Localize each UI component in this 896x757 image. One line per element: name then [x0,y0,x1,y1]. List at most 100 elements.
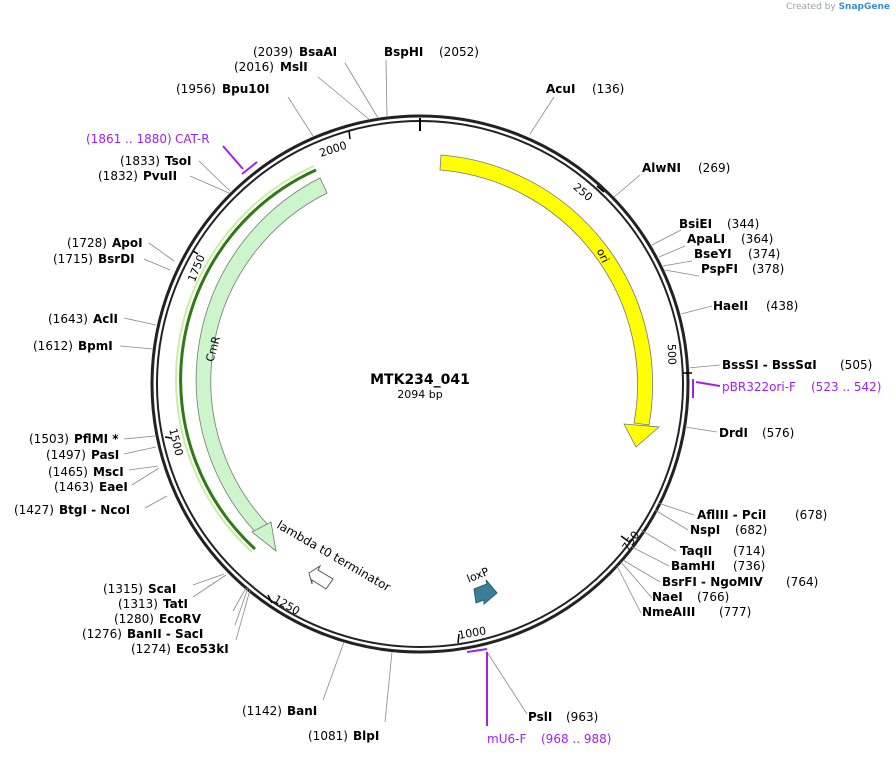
site-pos-bani: (1142) [242,704,282,718]
site-name-naei: NaeI [652,590,683,604]
tick-label-1250: 1250 [271,593,302,618]
site-name-pasi: PasI [91,448,119,462]
site-name-apoi: ApoI [112,236,143,250]
site-name-bpmi: BpmI [78,339,113,353]
primer-name-pbr322ori-f: pBR322ori-F [722,380,796,394]
site-pos-bpu10i: (1956) [176,82,216,96]
site-pos-bsphi: (2052) [439,45,479,59]
lambda-t0-terminator-label: lambda t0 terminator [275,518,394,595]
primer-marks [222,145,721,726]
tick-label-500: 500 [665,344,679,365]
site-name-eco53ki: Eco53kI [176,642,229,656]
site-name-bani: BanI [287,704,317,718]
plasmid-size: 2094 bp [397,388,442,401]
backbone-outer [150,114,690,654]
site-leader-lines [119,59,721,723]
site-name-taqii: TaqII [680,544,712,558]
site-name-afliii: AflIII - PciI [697,508,766,522]
site-pos-bsiei: (344) [727,217,759,231]
site-pos-msci: (1465) [48,465,88,479]
site-name-bpu10i: Bpu10I [222,82,269,96]
site-pos-haeii: (438) [766,299,798,313]
site-name-pflmi: PflMI * [74,432,119,446]
tick-label-2000: 2000 [318,139,349,160]
site-pos-tsoi: (1833) [120,154,160,168]
site-name-tsoi: TsoI [165,154,191,168]
site-name-eaei: EaeI [99,480,128,494]
primer-range-pbr322ori-f: (523 .. 542) [811,380,881,394]
site-pos-ecorv: (1280) [114,612,154,626]
site-name-pspfi: PspFI [701,262,738,276]
plasmid-name: MTK234_041 [370,372,470,388]
site-pos-msli: (2016) [234,60,274,74]
site-name-blpi: BlpI [353,729,379,743]
site-name-scai: ScaI [148,582,176,596]
site-name-bsaai: BsaAI [299,45,337,59]
site-name-apali: ApaLI [687,232,725,246]
site-pos-bsssi: (505) [840,358,872,372]
site-pos-bamhi: (736) [733,559,765,573]
site-pos-bsaai: (2039) [253,45,293,59]
site-pos-drdi: (576) [762,426,794,440]
ori-feature-arrow[interactable] [439,154,654,426]
credit-prefix: Created by [786,2,836,12]
site-pos-acli: (1643) [48,312,88,326]
site-name-msli: MslI [280,60,308,74]
site-name-bseyi: BseYI [694,247,732,261]
site-pos-taqii: (714) [733,544,765,558]
site-pos-nspi: (682) [735,523,767,537]
site-name-msci: MscI [93,465,124,479]
site-pos-pspfi: (378) [752,262,784,276]
site-name-bsrdi: BsrDI [98,252,135,266]
cmr-highlight-outline [179,168,317,551]
site-pos-psli: (963) [566,710,598,724]
primer-name-cat-r: CAT-R [175,132,210,146]
lambda-t0-terminator-arrow[interactable] [308,564,334,590]
site-pos-pflmi: (1503) [29,432,69,446]
site-pos-bseyi: (374) [748,247,780,261]
site-pos-tati: (1313) [118,597,158,611]
site-pos-naei: (766) [697,590,729,604]
site-name-ecorv: EcoRV [159,612,202,626]
site-pos-afliii: (678) [795,508,827,522]
site-pos-bpmi: (1612) [33,339,73,353]
site-pos-sacI: (1276) [82,627,122,641]
site-name-bsiei: BsiEI [679,217,712,231]
snapgene-credit: Created by SnapGene [786,2,890,12]
site-pos-bsrdi: (1715) [53,252,93,266]
site-name-drdi: DrdI [719,426,748,440]
site-pos-alwni: (269) [698,161,730,175]
site-name-acui: AcuI [546,82,575,96]
site-pos-apoi: (1728) [67,236,107,250]
site-pos-pasi: (1497) [46,448,86,462]
primer-range-cat-r: (1861 .. 1880) [86,132,172,146]
site-name-bsssi: BssSI - BssSαI [722,358,817,372]
site-pos-eaei: (1463) [54,480,94,494]
cmr-feature-arrowhead[interactable] [251,521,277,552]
primer-labels: (1861 .. 1880) CAT-R pBR322ori-F (523 ..… [86,132,881,746]
site-name-bsrfi: BsrFI - NgoMIV [662,575,763,589]
position-ticks [164,130,692,644]
site-name-haeii: HaeII [713,299,748,313]
site-pos-bsrfi: (764) [786,575,818,589]
site-pos-pvuii: (1832) [98,169,138,183]
site-name-ncoi: BtgI - NcoI [59,503,130,517]
ori-feature-arrowhead[interactable] [623,423,660,448]
loxp-feature-arrow[interactable] [473,579,498,606]
primer-range-mu6-f: (968 .. 988) [541,732,611,746]
tick-label-1000: 1000 [457,624,487,642]
site-pos-scai: (1315) [103,582,143,596]
cmr-highlight-glow [175,165,315,553]
site-pos-apali: (364) [741,232,773,246]
site-name-sacI: BanII - SacI [127,627,203,641]
site-name-acli: AclI [93,312,118,326]
site-name-pvuii: PvuII [143,169,177,183]
site-pos-nmeaiii: (777) [719,605,751,619]
site-name-tati: TatI [163,597,188,611]
site-name-bsphi: BspHI [384,45,423,59]
site-name-bamhi: BamHI [671,559,715,573]
primer-name-mu6-f: mU6-F [487,732,526,746]
site-name-nmeaiii: NmeAIII [642,605,695,619]
site-pos-acui: (136) [592,82,624,96]
